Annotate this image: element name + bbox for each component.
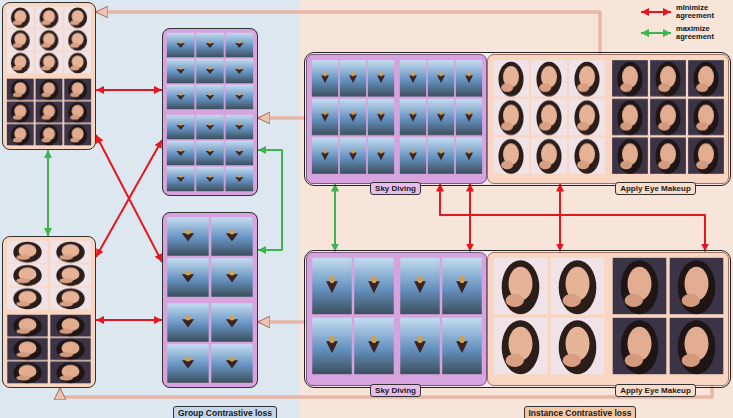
instance-band: Instance Contrastive lossSky DivingApply… xyxy=(300,0,733,418)
agreement-arrow xyxy=(96,89,162,91)
flow-arrow xyxy=(258,116,306,120)
panel-fill xyxy=(162,28,258,196)
video-frames xyxy=(6,314,92,384)
video-frames xyxy=(166,216,254,298)
class-label: Apply Eye Makeup xyxy=(615,384,696,398)
video-container: Sky DivingApply Eye Makeup xyxy=(304,250,731,388)
group-panel xyxy=(162,212,258,388)
agreement-arrow xyxy=(96,319,162,321)
legend-arrow xyxy=(640,28,672,38)
label-holder: Sky Diving xyxy=(370,177,421,196)
agreement-arrow xyxy=(47,150,49,236)
class-box: Sky Diving xyxy=(306,252,487,386)
label-holder: Sky Diving xyxy=(370,379,421,398)
video-frames xyxy=(166,114,254,192)
class-label: Apply Eye Makeup xyxy=(615,182,696,196)
panel-fill xyxy=(2,236,96,388)
agreement-arrow xyxy=(96,140,162,257)
panel-fill xyxy=(304,250,731,388)
group-band: Group Contrastive loss xyxy=(0,0,300,418)
video-container: Sky DivingApply Eye Makeup xyxy=(304,52,731,186)
class-label: Sky Diving xyxy=(370,182,421,196)
agreement-arrow xyxy=(96,135,162,262)
video-frames xyxy=(6,240,92,310)
video-frames xyxy=(492,59,606,175)
legend-entry: maximize agreement xyxy=(640,25,732,42)
legend-arrow-line xyxy=(641,11,671,13)
loss-label: Group Contrastive loss xyxy=(173,406,277,418)
video-frames xyxy=(311,59,395,175)
label-holder: Apply Eye Makeup xyxy=(615,177,696,196)
class-box: Sky Diving xyxy=(306,54,487,184)
video-frames xyxy=(166,32,254,110)
agreement-arrow xyxy=(258,150,282,250)
video-frames xyxy=(6,78,92,146)
instance-band-fill xyxy=(300,0,733,418)
legend-arrow xyxy=(640,7,672,17)
agreement-arrow xyxy=(559,184,561,252)
video-frames xyxy=(166,302,254,384)
legend: mInimize agreement maximize agreement xyxy=(640,4,732,45)
label-holder: Group Contrastive loss xyxy=(173,402,277,418)
panel-fill xyxy=(487,54,729,184)
group-panel xyxy=(2,236,96,388)
panel-fill xyxy=(487,252,729,386)
label-holder: Instance Contrastive loss xyxy=(524,402,637,418)
class-box: Apply Eye Makeup xyxy=(487,54,729,184)
group-band-fill xyxy=(0,0,300,418)
video-frames xyxy=(611,59,725,175)
loss-label: Instance Contrastive loss xyxy=(524,406,637,418)
panel-fill xyxy=(306,252,487,386)
video-frames xyxy=(399,256,483,376)
panel-fill xyxy=(162,212,258,388)
group-panel xyxy=(2,2,96,150)
agreement-arrow xyxy=(334,184,336,252)
video-frames xyxy=(611,256,725,376)
label-holder: Apply Eye Makeup xyxy=(615,379,696,398)
video-frames xyxy=(311,256,395,376)
panel-fill xyxy=(2,2,96,150)
legend-text: maximize agreement xyxy=(676,25,728,42)
video-frames xyxy=(492,256,606,376)
flow-arrow xyxy=(258,320,306,324)
legend-arrow-line xyxy=(641,32,671,34)
video-frames xyxy=(6,6,92,74)
class-box: Apply Eye Makeup xyxy=(487,252,729,386)
class-label: Sky Diving xyxy=(370,384,421,398)
panel-fill xyxy=(306,54,487,184)
legend-text: mInimize agreement xyxy=(676,4,728,21)
flow-arrow xyxy=(96,12,600,54)
agreement-arrow xyxy=(469,184,471,252)
panel-fill xyxy=(304,52,731,186)
group-panel xyxy=(162,28,258,196)
legend-entry: mInimize agreement xyxy=(640,4,732,21)
video-frames xyxy=(399,59,483,175)
